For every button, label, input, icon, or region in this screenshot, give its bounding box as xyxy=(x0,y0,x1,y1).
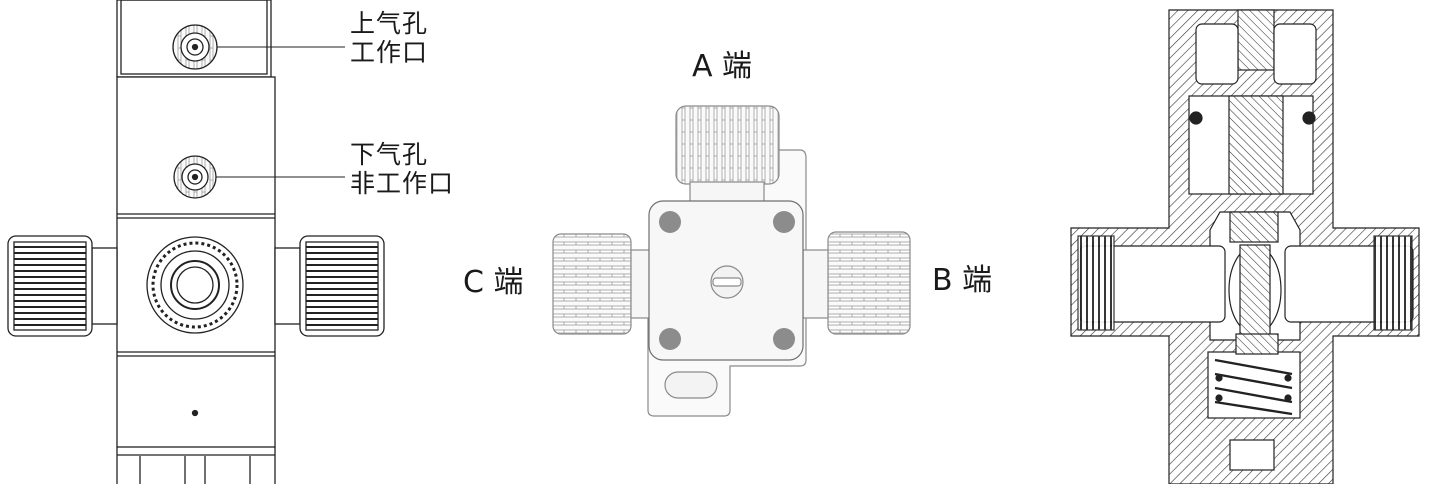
section-view xyxy=(1070,9,1420,484)
port-a-label: A 端 xyxy=(692,49,753,84)
upper-port-label: 上气孔 工作口 xyxy=(350,9,428,67)
upper-port-label-line1: 上气孔 xyxy=(350,9,429,38)
top-view xyxy=(552,105,911,417)
port-b-label: B 端 xyxy=(932,263,993,298)
front-view xyxy=(7,0,385,484)
lower-port-label: 下气孔 非工作口 xyxy=(350,140,454,198)
upper-port-label-line2: 工作口 xyxy=(350,38,429,67)
lower-port-label-line2: 非工作口 xyxy=(350,169,455,198)
port-c-label: C 端 xyxy=(463,265,524,300)
lower-port-label-line1: 下气孔 xyxy=(350,140,429,169)
